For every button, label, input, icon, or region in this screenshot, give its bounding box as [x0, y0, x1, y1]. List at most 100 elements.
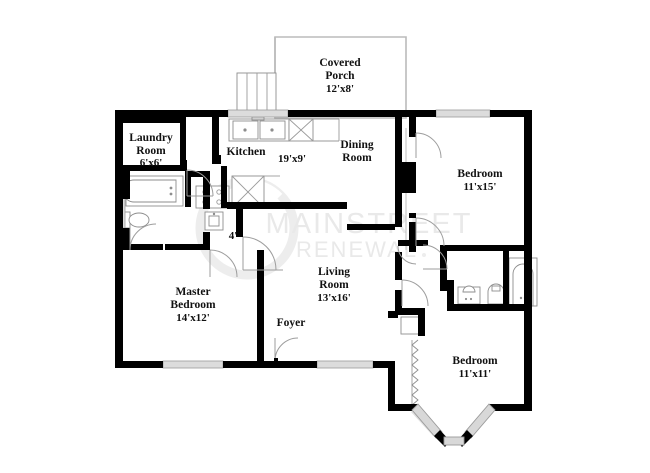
doors [129, 132, 448, 368]
label-living-room: Living Room 13'x16' [317, 266, 351, 304]
bedroom-lower-name: Bedroom [452, 355, 498, 367]
wall-living-right-upper [395, 252, 402, 280]
label-dining-room: Dining Room [340, 139, 373, 164]
wall-kitchen-left-jamb [212, 155, 221, 164]
wall-hallbath-top [447, 245, 525, 251]
wall-kitchen-bottom-a [227, 202, 275, 209]
wall-dining-right-lower [395, 193, 402, 227]
wall-top-right [490, 110, 532, 117]
label-laundry-room: Laundry Room 6'x6' [129, 132, 173, 169]
wall-hallbath-tub-divider [503, 251, 509, 306]
label-bedroom-lower: Bedroom 11'x11' [452, 355, 498, 380]
wall-masterbath-divider [203, 171, 210, 209]
door-master-bedroom [209, 249, 238, 278]
master-line1: Master [175, 286, 210, 298]
wall-masterbath-right [185, 171, 191, 207]
wall-bedroom-lower-closet-right [418, 308, 425, 336]
dining-line2: Room [342, 152, 372, 164]
wall-kitchen-mid-col [221, 166, 227, 208]
hall-bath-toilet-icon [487, 283, 505, 305]
window-kitchen [227, 109, 289, 118]
wall-living-bottom-step [395, 308, 425, 315]
wall-living-bottom-jog [388, 311, 398, 318]
master-bathtub-icon [122, 175, 184, 207]
wall-laundry-right-upper [180, 117, 186, 160]
wall-hall-closet-bottom [398, 240, 428, 246]
door-hall-bath [422, 244, 448, 270]
wall-chase-block [395, 162, 416, 193]
foyer-name: Foyer [277, 317, 306, 329]
wall-bottom-mid [373, 361, 395, 368]
wall-bottom-bay-left [388, 404, 418, 411]
wall-hall-right-upper [236, 209, 243, 237]
living-dimensions: 13'x16' [317, 292, 351, 304]
door-bedroom-right-entry [415, 217, 445, 247]
door-hall-to-living [242, 236, 283, 271]
laundry-line1: Laundry [129, 132, 173, 144]
door-front-entry [274, 337, 299, 368]
dining-line1: Dining [340, 139, 373, 151]
label-kitchen: Kitchen 19'x9' [227, 146, 307, 165]
master-line2: Bedroom [170, 299, 216, 311]
wall-top-left [115, 110, 228, 117]
door-bedroom-right-closet-top [415, 132, 442, 159]
wall-bottom-bay-right [489, 404, 532, 411]
watermark-registered-dot [422, 253, 426, 257]
wall-kitchen-left-upper [212, 117, 219, 160]
wall-dining-right-upper [395, 117, 402, 162]
wall-bedroom-right-closet-low [409, 222, 416, 252]
bedroom-closet-shelving-icon [400, 316, 424, 406]
living-line2: Room [319, 279, 349, 291]
window-master-bedroom [162, 360, 224, 369]
wall-laundry-top [123, 117, 185, 123]
wall-hallbath-divider [447, 280, 454, 304]
label-bedroom-right: Bedroom 11'x15' [457, 168, 503, 193]
wall-closet-jamb-a [409, 133, 416, 137]
covered-porch-line1: Covered [319, 57, 361, 69]
hall-bath-vanity-icon [457, 285, 481, 305]
door-master-bath [129, 223, 157, 251]
window-bedroom-right [435, 109, 491, 118]
door-bedroom-lower [401, 279, 429, 307]
wall-kitchen-bottom-b [275, 202, 347, 209]
covered-porch-line2: Porch [325, 70, 355, 82]
wall-hall-left [203, 232, 210, 250]
room-labels: Covered Porch 12'x8' Laundry Room 6'x6' … [129, 57, 503, 380]
wall-top-mid [288, 110, 436, 117]
bedroom-lower-dimensions: 11'x11' [459, 368, 491, 380]
bay-window [411, 403, 496, 447]
wall-masterbath-bottom-b [165, 244, 210, 250]
wall-bottom-left-a [115, 361, 163, 368]
covered-porch-dimensions: 12'x8' [326, 83, 354, 95]
door-laundry [186, 169, 214, 197]
laundry-dimensions: 6'x6' [140, 157, 163, 169]
laundry-line2: Room [136, 145, 166, 157]
door-hall-closet [397, 245, 417, 265]
wall-masterbath-top [185, 171, 209, 177]
master-dimensions: 14'x12' [176, 312, 210, 324]
wall-dining-bottom [347, 224, 395, 230]
master-sink-icon [204, 211, 224, 231]
wall-hallbath-left-lower [440, 269, 447, 291]
kitchen-dishwasher-icon [288, 118, 340, 142]
porch-steps-icon [236, 72, 277, 117]
wall-masterbath-left-b [123, 228, 130, 250]
label-master-bedroom: Master Bedroom 14'x12' [170, 286, 216, 324]
wall-laundry-bottom [123, 165, 187, 171]
kitchen-name: Kitchen [227, 146, 267, 158]
wall-right-outer [524, 110, 532, 410]
label-covered-porch: Covered Porch 12'x8' [319, 57, 361, 95]
wall-living-right-lower [395, 290, 402, 314]
walls [115, 110, 532, 447]
kitchen-counter-icon [228, 114, 290, 142]
wall-masterbath-left-a [123, 171, 130, 199]
kitchen-dimensions: 19'x9' [278, 153, 306, 165]
master-toilet-icon [121, 211, 150, 229]
label-closet-hall: 4' [229, 230, 238, 242]
wall-hallbath-bottom [447, 304, 525, 311]
label-foyer: Foyer [277, 317, 306, 329]
wall-master-foyer-divider [257, 250, 264, 362]
wall-bedroom-right-closet-left [409, 117, 416, 133]
